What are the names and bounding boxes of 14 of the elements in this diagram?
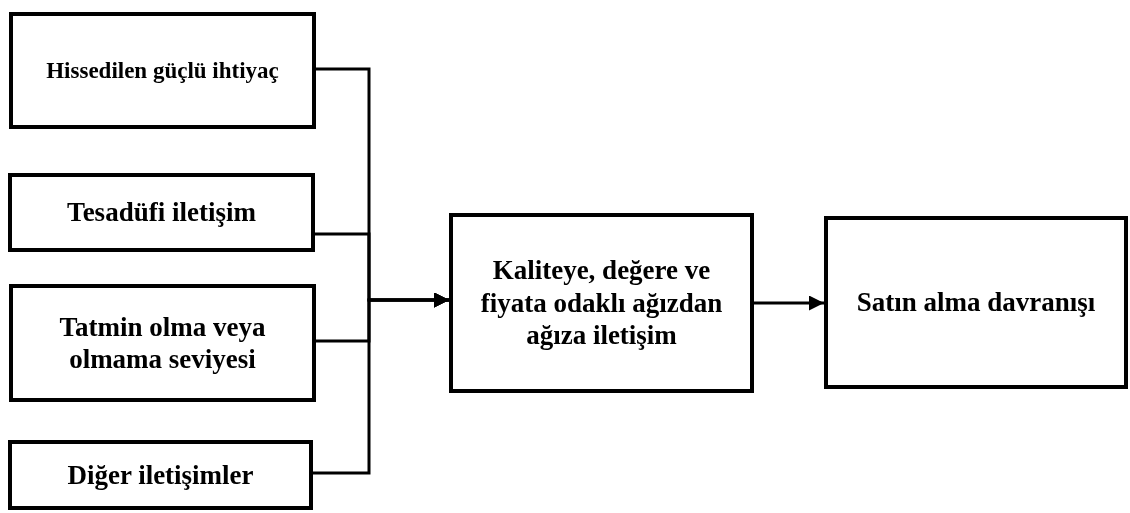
arrow — [754, 295, 824, 311]
process-box — [824, 216, 1128, 389]
box-label: Diğer iletişimler — [67, 458, 254, 492]
process-box — [8, 440, 313, 510]
process-box — [9, 12, 316, 129]
box-label: Kaliteye, değere ve fiyata odaklı ağızdan ağıza iletişim — [479, 254, 724, 352]
box-label: Hissedilen güçlü ihtiyaç — [46, 56, 279, 85]
process-box — [8, 173, 315, 252]
box-label: Tesadüfi iletişim — [67, 196, 256, 229]
box-label: Tatmin olma veya olmama seviyesi — [58, 310, 267, 376]
process-box — [449, 213, 754, 393]
process-box — [9, 284, 316, 402]
arrow — [313, 292, 449, 475]
box-label: Satın alma davranışı — [856, 286, 1096, 319]
